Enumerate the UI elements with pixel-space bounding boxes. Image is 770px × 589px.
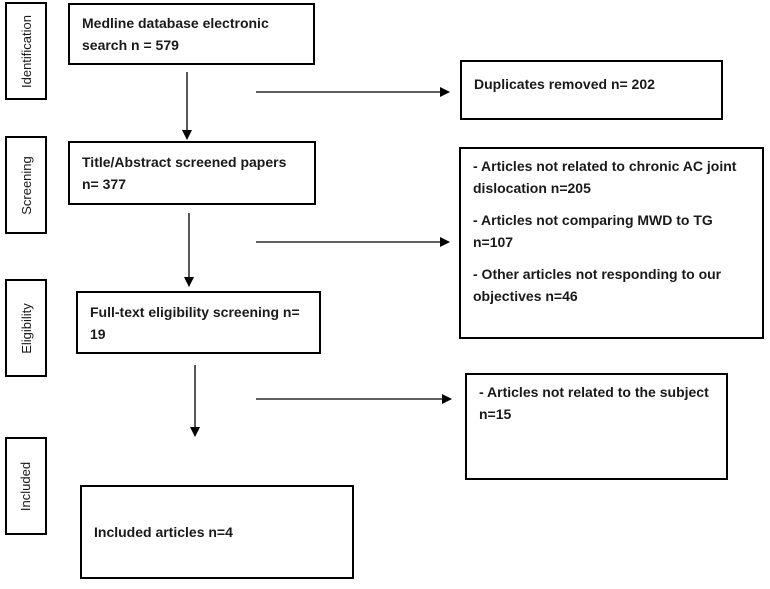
stage-screening: Screening	[5, 136, 47, 234]
exclusion-reason-ac-joint: - Articles not related to chronic AC joi…	[473, 158, 737, 196]
eligibility-box: Full-text eligibility screening n= 19	[76, 291, 321, 354]
stage-included: Included	[5, 437, 47, 535]
stage-eligibility: Eligibility	[5, 279, 47, 377]
screening-box: Title/Abstract screened papers n= 377	[68, 141, 316, 205]
identification-box: Medline database electronic search n = 5…	[68, 3, 315, 65]
duplicates-removed-box: Duplicates removed n= 202	[460, 60, 723, 120]
eligibility-exclusion-text: - Articles not related to the subject n=…	[479, 384, 709, 422]
screening-text: Title/Abstract screened papers n= 377	[82, 154, 287, 192]
exclusion-reason-objectives: - Other articles not responding to our o…	[473, 266, 722, 304]
exclusion-reason-mwd-tg: - Articles not comparing MWD to TG n=107	[473, 212, 713, 250]
eligibility-exclusion-box: - Articles not related to the subject n=…	[465, 373, 728, 480]
duplicates-removed-text: Duplicates removed n= 202	[474, 76, 655, 92]
stage-identification: Identification	[5, 2, 47, 100]
screening-exclusions-box: - Articles not related to chronic AC joi…	[459, 147, 764, 339]
identification-text: Medline database electronic search n = 5…	[82, 15, 269, 53]
eligibility-text: Full-text eligibility screening n= 19	[90, 304, 300, 342]
included-text: Included articles n=4	[94, 524, 233, 540]
included-box: Included articles n=4	[80, 485, 354, 579]
